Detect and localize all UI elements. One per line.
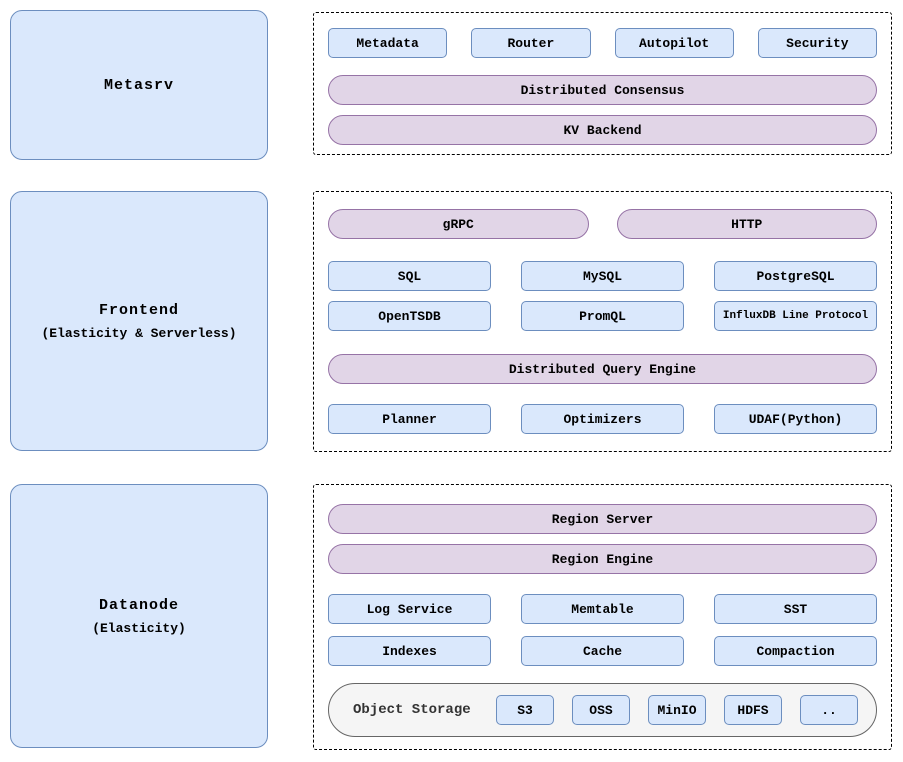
datanode-node: Datanode (Elasticity)	[10, 484, 268, 748]
pill-distributed-consensus: Distributed Consensus	[328, 75, 877, 105]
component-box-metadata: Metadata	[328, 28, 448, 58]
metasrv-components-row: Metadata Router Autopilot Security	[328, 28, 877, 58]
datanode-components-row-1: Log Service Memtable SST	[328, 594, 877, 624]
backend-box-minio: MinIO	[648, 695, 706, 725]
engine-components-row: Planner Optimizers UDAF(Python)	[328, 404, 877, 434]
datanode-panel: Region Server Region Engine Log Service …	[313, 484, 892, 750]
metasrv-node-title: Metasrv	[103, 76, 174, 94]
frontend-node-subtitle: (Elasticity & Serverless)	[41, 325, 237, 341]
engine-box-planner: Planner	[328, 404, 491, 434]
pill-region-server: Region Server	[328, 504, 877, 534]
component-box-security: Security	[757, 28, 877, 58]
rpc-pills-row: gRPC HTTP	[328, 209, 877, 239]
frontend-node: Frontend (Elasticity & Serverless)	[10, 191, 268, 451]
protocols-row-1: SQL MySQL PostgreSQL	[328, 261, 877, 291]
backend-box-more: ..	[800, 695, 858, 725]
component-box-indexes: Indexes	[328, 636, 491, 666]
object-storage-container: Object Storage S3 OSS MinIO HDFS ..	[328, 683, 877, 737]
backend-box-oss: OSS	[572, 695, 630, 725]
component-box-autopilot: Autopilot	[614, 28, 734, 58]
pill-region-engine: Region Engine	[328, 544, 877, 574]
pill-http: HTTP	[616, 209, 877, 239]
component-box-memtable: Memtable	[521, 594, 684, 624]
component-box-sst: SST	[714, 594, 877, 624]
protocol-box-sql: SQL	[328, 261, 491, 291]
frontend-panel: gRPC HTTP SQL MySQL PostgreSQL OpenTSDB …	[313, 191, 892, 452]
datanode-node-title: Datanode	[98, 596, 179, 614]
protocol-box-opentsdb: OpenTSDB	[328, 301, 491, 331]
protocol-box-postgresql: PostgreSQL	[714, 261, 877, 291]
component-box-router: Router	[471, 28, 591, 58]
pill-kv-backend: KV Backend	[328, 115, 877, 145]
pill-distributed-query-engine: Distributed Query Engine	[328, 354, 877, 384]
protocol-box-mysql: MySQL	[521, 261, 684, 291]
engine-box-udaf-python: UDAF(Python)	[714, 404, 877, 434]
component-box-log-service: Log Service	[328, 594, 491, 624]
backend-box-s3: S3	[496, 695, 554, 725]
pill-grpc: gRPC	[328, 209, 589, 239]
metasrv-node: Metasrv	[10, 10, 268, 160]
component-box-cache: Cache	[521, 636, 684, 666]
object-storage-backends-row: S3 OSS MinIO HDFS ..	[496, 695, 858, 725]
protocol-box-influxdb-line-protocol: InfluxDB Line Protocol	[714, 301, 877, 331]
engine-box-optimizers: Optimizers	[521, 404, 684, 434]
datanode-components-row-2: Indexes Cache Compaction	[328, 636, 877, 666]
component-box-compaction: Compaction	[714, 636, 877, 666]
datanode-node-subtitle: (Elasticity)	[92, 620, 186, 636]
protocols-row-2: OpenTSDB PromQL InfluxDB Line Protocol	[328, 301, 877, 331]
protocol-box-promql: PromQL	[521, 301, 684, 331]
metasrv-panel: Metadata Router Autopilot Security Distr…	[313, 12, 892, 155]
backend-box-hdfs: HDFS	[724, 695, 782, 725]
object-storage-label: Object Storage	[353, 702, 471, 718]
frontend-node-title: Frontend	[98, 301, 179, 319]
